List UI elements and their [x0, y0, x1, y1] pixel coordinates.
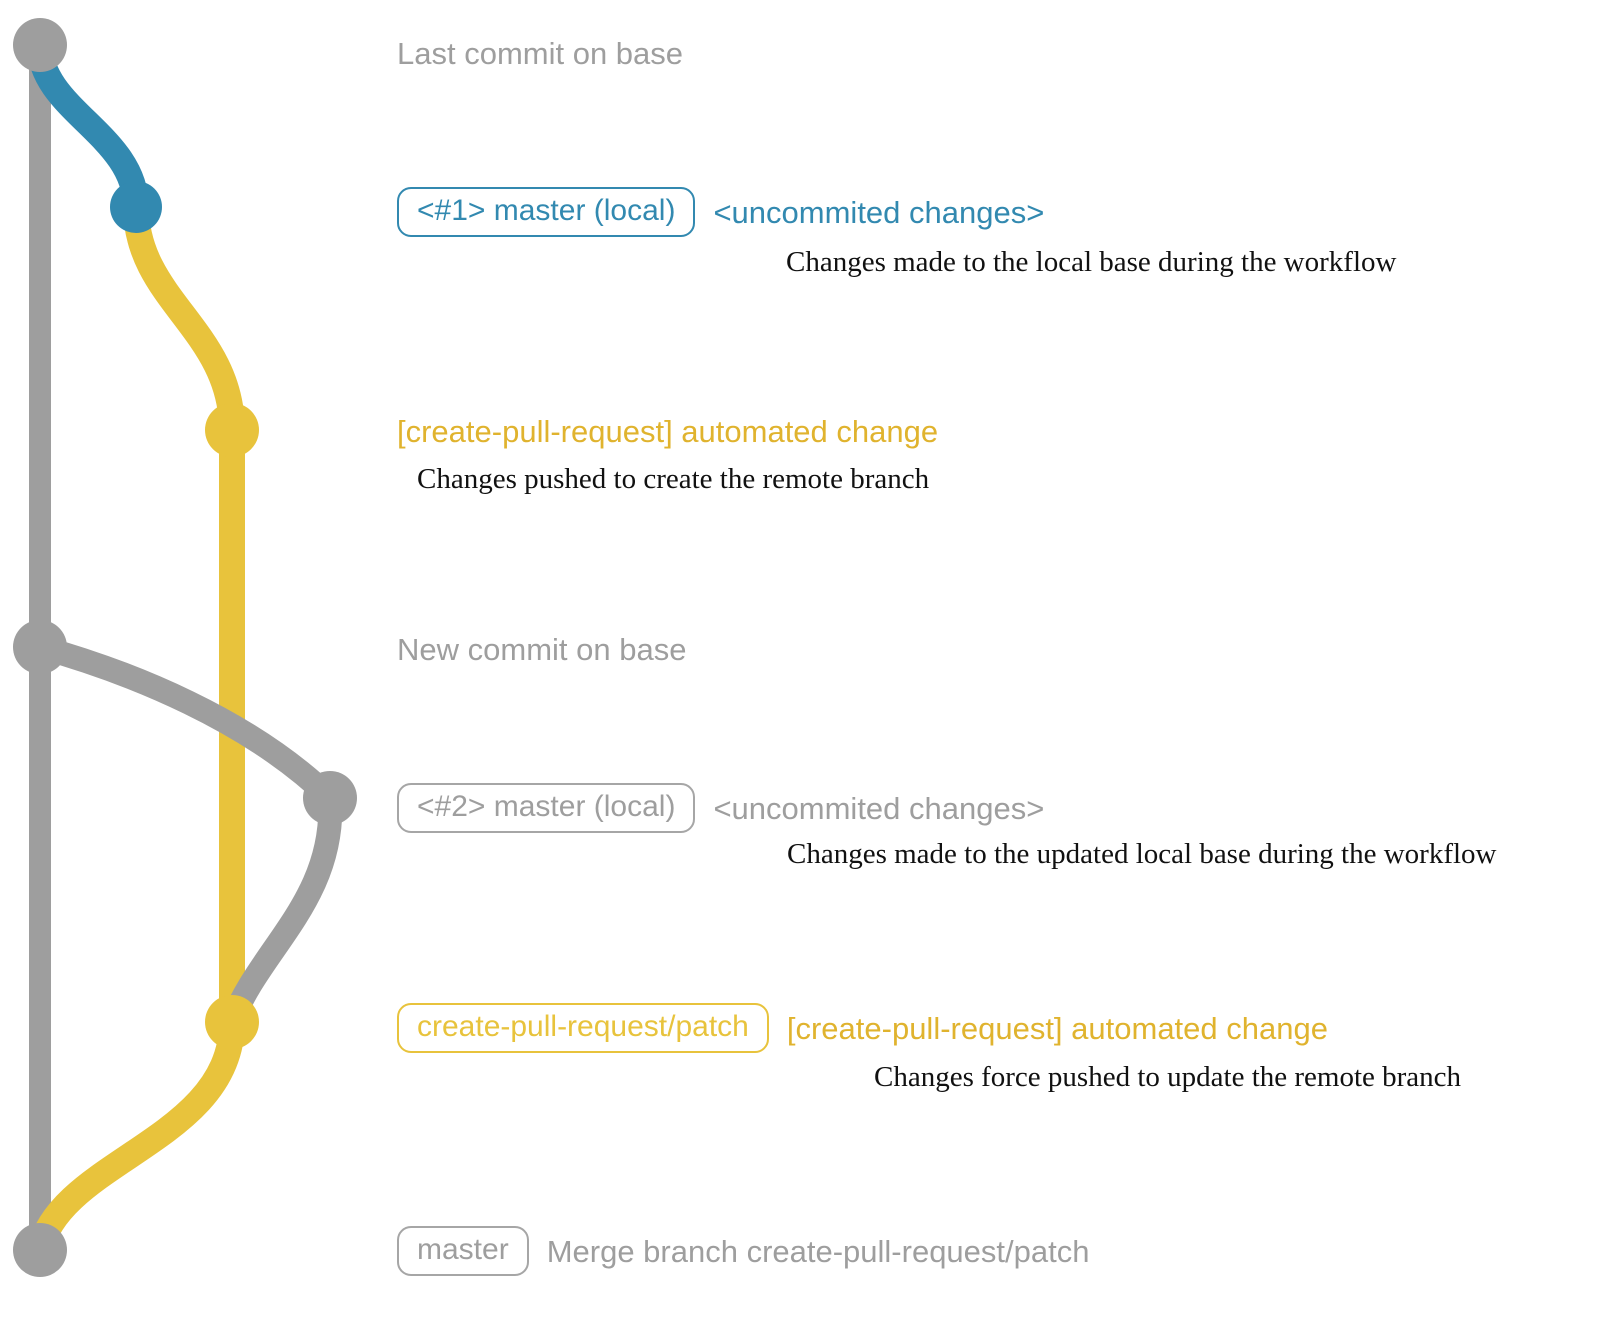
commit-note-automated-change-1: Changes pushed to create the remote bran…	[417, 463, 930, 495]
commit-node-local-2[interactable]	[303, 771, 357, 825]
branch-badge-create-pull-request-patch[interactable]: create-pull-request/patch	[397, 1003, 769, 1053]
commit-node-patch-2[interactable]	[205, 995, 259, 1049]
commit-note-master-local-1: Changes made to the local base during th…	[786, 246, 1397, 278]
commit-note-automated-change-2: Changes force pushed to update the remot…	[874, 1061, 1462, 1093]
row-merge-commit: master Merge branch create-pull-request/…	[397, 1226, 1089, 1276]
commit-subject-merge: Merge branch create-pull-request/patch	[546, 1233, 1090, 1269]
commit-subject-master-local-1: <uncommited changes>	[713, 194, 1045, 230]
commit-node-merge[interactable]	[13, 1223, 67, 1277]
commit-node-local-1[interactable]	[110, 181, 162, 233]
local-branch-line-2	[28, 635, 342, 810]
row-master-local-1: <#1> master (local) <uncommited changes>	[397, 187, 1044, 237]
commit-graph-svg	[13, 18, 357, 1277]
commit-node-base-head[interactable]	[13, 18, 67, 72]
branch-badge-master[interactable]: master	[397, 1226, 529, 1276]
local-to-patch-line	[220, 786, 343, 1034]
commit-note-master-local-2: Changes made to the updated local base d…	[787, 838, 1497, 870]
row-master-local-2: <#2> master (local) <uncommited changes>	[397, 783, 1044, 833]
row-label-last-commit-on-base: Last commit on base	[397, 36, 684, 71]
commit-subject-automated-change-1: [create-pull-request] automated change	[397, 414, 939, 449]
branch-badge-master-local-2[interactable]: <#2> master (local)	[397, 783, 696, 833]
patch-to-merge-line	[27, 1009, 245, 1263]
commit-subject-master-local-2: <uncommited changes>	[713, 790, 1045, 826]
branch-badge-master-local-1[interactable]: <#1> master (local)	[397, 187, 696, 237]
row-automated-change-2: create-pull-request/patch [create-pull-r…	[397, 1003, 1328, 1053]
row-label-new-commit-on-base: New commit on base	[397, 632, 687, 667]
commit-node-patch-1[interactable]	[205, 403, 259, 457]
commit-subject-automated-change-2: [create-pull-request] automated change	[786, 1010, 1328, 1046]
commit-node-base-new[interactable]	[13, 620, 67, 674]
